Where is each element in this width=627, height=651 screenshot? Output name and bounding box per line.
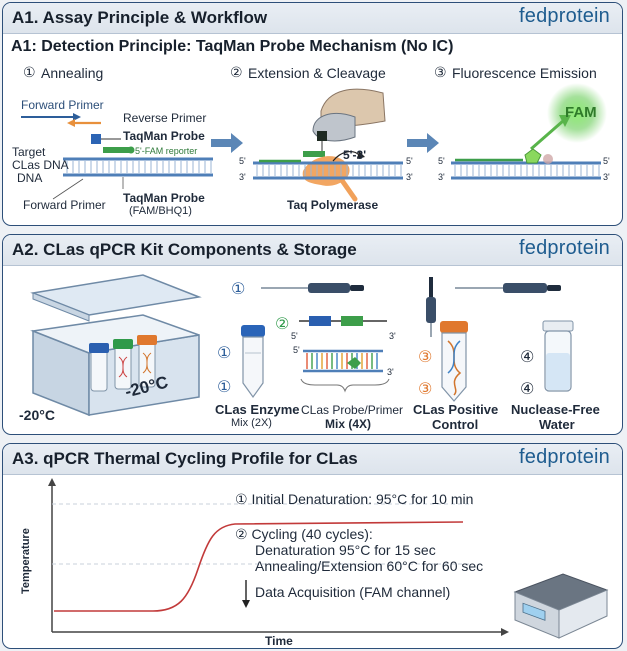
label-forward-primer-top: Forward Primer xyxy=(21,98,104,112)
label-3-prime-s3-right: 3' xyxy=(603,172,610,182)
hand-icon xyxy=(312,88,386,142)
panel-a1: A1. Assay Principle & Workflow fedprotei… xyxy=(2,2,623,226)
label-taqman-probe-bottom: TaqMan Probe xyxy=(123,191,205,205)
probe-5-prime-bottom: 5' xyxy=(293,345,300,355)
pipette-icons xyxy=(261,277,561,337)
label-5-3-direction: 5'-3' xyxy=(343,148,367,162)
step-3-number: ③ xyxy=(434,64,447,80)
marker-4b: ④ xyxy=(520,381,535,398)
label-taqman-dyes: (FAM/BHQ1) xyxy=(129,205,192,217)
component-water-name: Nuclease-Free xyxy=(511,402,600,417)
component-control-name: CLas Positive xyxy=(413,402,499,417)
enzyme-mix-tube-icon xyxy=(241,325,265,399)
pipette-icon-2 xyxy=(426,277,436,337)
tube-in-box-orange xyxy=(137,335,157,388)
label-3-prime-s2-right: 3' xyxy=(406,172,413,182)
component-water-sub: Water xyxy=(539,417,575,432)
label-5-prime-s2-right: 5' xyxy=(406,156,413,166)
panel-a3-title: A3. qPCR Thermal Cycling Profile for CLa… xyxy=(12,449,358,468)
brand-logo-a1: fedprotein xyxy=(519,5,610,27)
component-enzyme-conc: Mix (2X) xyxy=(231,417,272,429)
step-2-label: Extension & Cleavage xyxy=(248,65,386,81)
tube-in-box-blue xyxy=(89,343,109,392)
label-target-1: Target xyxy=(12,145,46,159)
cycling-step-3: Data Acquisition (FAM channel) xyxy=(255,584,451,600)
stage-arrow-2 xyxy=(407,133,439,153)
a1-subtitle: A1: Detection Principle: TaqMan Probe Me… xyxy=(11,38,454,55)
marker-1b: ① xyxy=(217,345,232,362)
label-3-prime-s2-bottom: 3' xyxy=(239,172,246,182)
panel-a2: A2. CLas qPCR Kit Components & Storage f… xyxy=(2,234,623,435)
label-target-2: CLas DNA xyxy=(12,158,69,172)
panel-a1-title: A1. Assay Principle & Workflow xyxy=(12,8,268,27)
label-5-prime-s3-top: 5' xyxy=(438,156,445,166)
panel-a3: A3. qPCR Thermal Cycling Profile for CLa… xyxy=(2,443,623,649)
step-3-label: Fluorescence Emission xyxy=(452,65,597,81)
pipette-icon-3 xyxy=(455,283,561,293)
component-enzyme-name: CLas Enzyme xyxy=(215,402,300,417)
cycling-step-1: ① Initial Denaturation: 95°C for 10 min xyxy=(235,491,474,507)
tube-in-box-green xyxy=(113,339,133,390)
pipette-icon-1 xyxy=(261,283,364,293)
component-probe-conc: Mix (4X) xyxy=(325,417,372,431)
marker-1c: ① xyxy=(217,379,232,396)
panel-a2-header: A2. CLas qPCR Kit Components & Storage f… xyxy=(3,235,622,266)
component-probe-name: CLas Probe/Primer xyxy=(301,403,404,417)
probe-primer-mix-diagram xyxy=(299,316,390,393)
probe-3-prime-top: 3' xyxy=(389,331,396,341)
cycling-step-2: ② Cycling (40 cycles): xyxy=(235,526,373,542)
panel-a3-header: A3. qPCR Thermal Cycling Profile for CLa… xyxy=(3,444,622,475)
brand-logo-a3: fedprotein xyxy=(519,446,610,468)
component-control-sub: Control xyxy=(432,417,479,432)
label-reverse-primer: Reverse Primer xyxy=(123,111,207,125)
marker-2: ② xyxy=(275,316,290,333)
extension-diagram xyxy=(253,88,403,202)
cycling-step-2b: Annealing/Extension 60°C for 60 sec xyxy=(255,558,484,574)
label-3-prime-s3-bottom: 3' xyxy=(438,172,445,182)
fluorescence-diagram xyxy=(451,83,607,180)
step-1-number: ① xyxy=(23,64,36,80)
dna-strand-step1 xyxy=(63,157,213,177)
label-taq-polymerase: Taq Polymerase xyxy=(287,198,379,212)
freezer-box-icon xyxy=(30,274,202,417)
marker-3a: ③ xyxy=(418,349,433,366)
positive-control-tube-icon xyxy=(440,321,468,402)
step-2-number: ② xyxy=(230,64,243,80)
brand-logo-a2: fedprotein xyxy=(519,237,610,259)
probe-3-prime-bottom: 3' xyxy=(387,367,394,377)
probe-5-prime-top: 5' xyxy=(291,331,298,341)
marker-1a: ① xyxy=(231,281,246,298)
label-target-3: DNA xyxy=(17,171,43,185)
label-forward-primer-bottom: Forward Primer xyxy=(23,198,106,212)
thermal-cycling-plot xyxy=(48,478,509,636)
step-1-label: Annealing xyxy=(41,65,104,81)
amplification-curve xyxy=(54,521,464,612)
panel-a1-header: A1. Assay Principle & Workflow fedprotei… xyxy=(3,3,622,34)
marker-3b: ③ xyxy=(418,381,433,398)
cycling-step-2a: Denaturation 95°C for 15 sec xyxy=(255,542,436,558)
stage-arrow-1 xyxy=(211,133,243,153)
nuclease-free-water-tube-icon xyxy=(542,320,574,392)
label-5-prime-s3-right: 5' xyxy=(603,156,610,166)
marker-4a: ④ xyxy=(520,349,535,366)
plot-xlabel: Time xyxy=(265,634,293,648)
storage-temp-label: -20°C xyxy=(19,407,55,423)
annealing-diagram xyxy=(21,113,213,200)
label-fam: FAM xyxy=(565,104,597,121)
panel-a2-title: A2. CLas qPCR Kit Components & Storage xyxy=(12,240,357,259)
label-fam-reporter: 5'-FAM reporter xyxy=(135,146,198,156)
qpcr-instrument-icon xyxy=(513,573,609,639)
label-5-prime-s2-top: 5' xyxy=(239,156,246,166)
label-taqman-probe: TaqMan Probe xyxy=(123,129,205,143)
